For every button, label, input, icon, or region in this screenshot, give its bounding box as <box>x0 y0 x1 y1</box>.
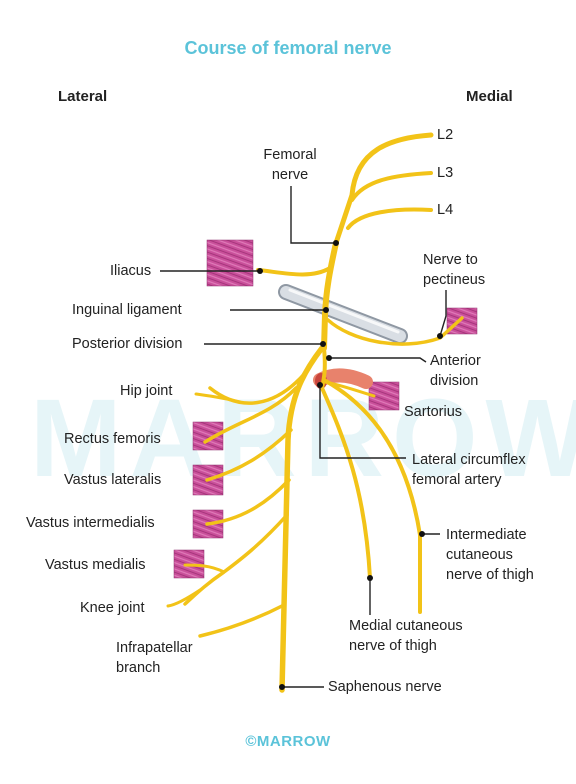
lateral-label: Lateral <box>58 88 108 105</box>
iliacus-muscle <box>206 239 254 287</box>
diagram-title: Course of femoral nerve <box>184 38 392 58</box>
rectus-femoris-label: Rectus femoris <box>64 431 161 447</box>
sartorius-label: Sartorius <box>404 404 463 420</box>
knee-joint-label: Knee joint <box>80 600 145 616</box>
leader-lines <box>160 186 447 688</box>
junction-dots <box>257 240 443 690</box>
posterior-division-label: Posterior division <box>72 336 183 352</box>
watermark: MARROW <box>30 377 576 500</box>
root-l4: L4 <box>437 202 454 218</box>
iliacus-label: Iliacus <box>110 263 152 279</box>
marrow-logo: ©MARROW <box>245 733 331 750</box>
root-l3: L3 <box>437 165 454 181</box>
inguinal-ligament-shape <box>278 284 408 344</box>
vastus-intermedialis-label: Vastus intermedialis <box>26 515 155 531</box>
nerve-tree <box>166 132 464 693</box>
medial-label: Medial <box>466 88 513 105</box>
inguinal-ligament-label: Inguinal ligament <box>72 302 182 318</box>
vastus-lateralis-label: Vastus lateralis <box>64 472 162 488</box>
pectineus-muscle <box>446 307 478 335</box>
vastus-medialis-label: Vastus medialis <box>45 557 146 573</box>
saphenous-nerve-label: Saphenous nerve <box>328 679 442 695</box>
hip-joint-label: Hip joint <box>120 383 173 399</box>
root-l2: L2 <box>437 127 454 143</box>
